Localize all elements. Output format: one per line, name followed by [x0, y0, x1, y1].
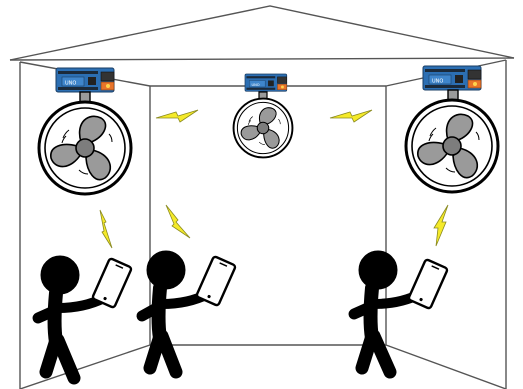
link-center-right-lightning-icon: [329, 109, 373, 123]
center-microcontroller-icon: [244, 73, 288, 92]
link-person1-lightning-icon: [99, 209, 113, 249]
link-left-center-lightning-icon: [155, 109, 199, 123]
left-microcontroller-icon: [55, 67, 115, 93]
link-person3-lightning-icon: [433, 204, 449, 247]
center-device: [232, 73, 294, 159]
left-device: [37, 67, 133, 196]
person-3: [348, 250, 425, 379]
house-outline: [9, 5, 515, 389]
person-1-phone-icon: [90, 256, 134, 310]
right-microcontroller-icon: [422, 65, 482, 91]
person-3-phone-icon: [406, 257, 450, 311]
link-person2-lightning-icon: [165, 204, 191, 239]
person-2: [136, 250, 213, 379]
person-1: [32, 255, 109, 385]
right-device: [404, 65, 500, 194]
right-fan-icon: [404, 98, 500, 194]
center-fan-icon: [232, 97, 294, 159]
left-fan-icon: [37, 100, 133, 196]
person-2-phone-icon: [194, 254, 238, 308]
